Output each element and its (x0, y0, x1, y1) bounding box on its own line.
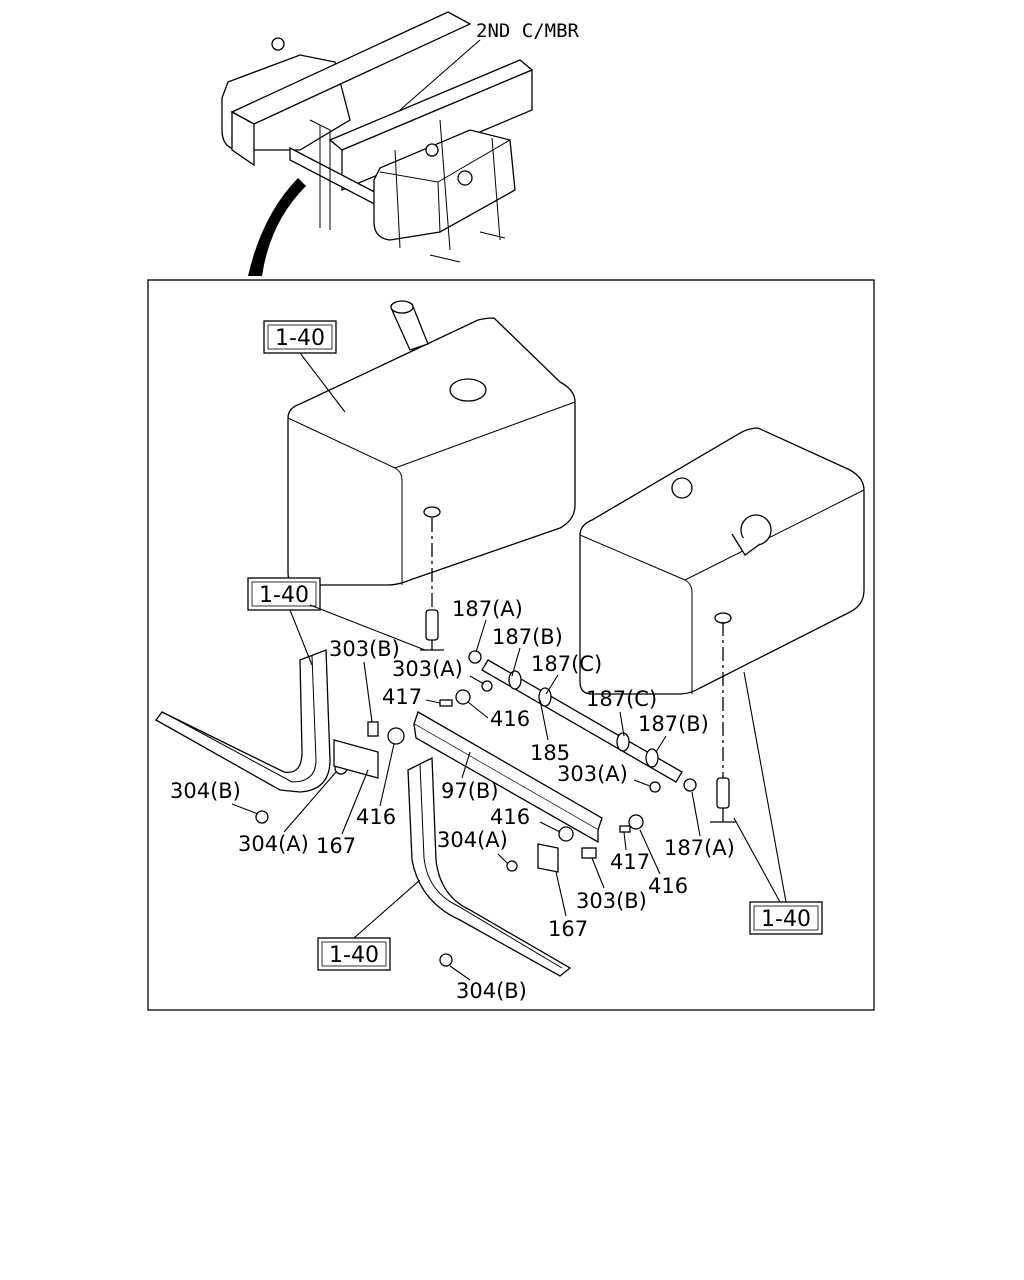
drain-cock-left (420, 609, 444, 651)
nut-304a-mid (506, 860, 518, 872)
callout-416-left[interactable]: 416 (356, 805, 396, 829)
rubber-416-left (387, 727, 405, 745)
callout-304b-bottom[interactable]: 304(B) (456, 979, 527, 1003)
bracket-167-left (333, 739, 379, 779)
rubber-416-mid (558, 826, 574, 842)
ref-leader-tank-right (733, 671, 787, 903)
overview-straps (394, 119, 501, 251)
bolt-303b-left (367, 721, 379, 737)
bolt-303a-top (481, 680, 493, 692)
ref-box-tank-right[interactable]: 1-40 (749, 901, 823, 935)
ref-label-tank-left: 1-40 (275, 326, 325, 351)
overview-cap-right-2 (457, 170, 473, 186)
tank-left-filler-top (390, 300, 414, 314)
hose-clamp-right (683, 778, 697, 792)
callout-187a-right[interactable]: 187(A) (664, 836, 735, 860)
tank-left (287, 300, 576, 586)
callout-417-top[interactable]: 417 (382, 685, 422, 709)
hose-clamp-left (468, 650, 482, 664)
ref-box-bracket-bottom[interactable]: 1-40 (317, 937, 391, 971)
callout-187a-top[interactable]: 187(A) (452, 597, 523, 621)
callout-303b-bottom[interactable]: 303(B) (576, 889, 647, 913)
tank-right-cap-neck (731, 533, 761, 556)
bolt-303b-bottom (581, 847, 597, 859)
tank-left-cap (449, 378, 487, 402)
cross-bar-underside (413, 723, 599, 844)
callout-416-top[interactable]: 416 (490, 707, 530, 731)
tank-right-drain (714, 612, 732, 624)
callout-187b-top[interactable]: 187(B) (492, 625, 563, 649)
overview-cap-right (425, 143, 439, 157)
fasteners (255, 680, 661, 967)
callout-303a-top[interactable]: 303(A) (392, 657, 463, 681)
tank-right-edges (579, 489, 865, 694)
collar-417-bottom (619, 825, 631, 833)
ref-label-bracket-left: 1-40 (259, 583, 309, 608)
callout-187b-right[interactable]: 187(B) (638, 712, 709, 736)
support-bracket-left (155, 649, 331, 793)
callout-167-left[interactable]: 167 (316, 834, 356, 858)
ref-label-tank-right: 1-40 (761, 907, 811, 932)
support-bracket-bottom-body (407, 756, 572, 977)
bracket-167-bottom (537, 843, 559, 873)
pipe-clamp-4 (645, 748, 659, 768)
callout-303b-left[interactable]: 303(B) (329, 637, 400, 661)
nut-304b-bottom (439, 953, 453, 967)
support-bracket-bottom (407, 756, 572, 977)
callout-304b-left[interactable]: 304(B) (170, 779, 241, 803)
connecting-pipe (468, 650, 697, 792)
pipe-clamp-1 (508, 670, 522, 690)
callout-97b[interactable]: 97(B) (441, 779, 499, 803)
callout-304a-mid[interactable]: 304(A) (437, 828, 508, 852)
callout-187c-right[interactable]: 187(C) (586, 687, 657, 711)
ref-leader-tank-left (299, 352, 346, 413)
collar-417-top (439, 699, 453, 707)
pipe-185 (481, 659, 683, 783)
tank-right-gauge (671, 477, 693, 499)
bolt-303a-right (649, 781, 661, 793)
ref-box-bracket-left[interactable]: 1-40 (247, 577, 321, 611)
detail-frame (147, 279, 875, 1011)
rubber-416-top (455, 689, 471, 705)
support-bracket-bottom-flange (419, 763, 563, 969)
overview-rail-upper-side (231, 110, 255, 167)
support-bracket-left-body (155, 649, 331, 793)
callout-416-bottom[interactable]: 416 (648, 874, 688, 898)
callout-303a-right[interactable]: 303(A) (557, 762, 628, 786)
overview-label: 2ND C/MBR (476, 20, 580, 42)
drain-cock-right (710, 777, 736, 823)
callout-304a-left[interactable]: 304(A) (238, 832, 309, 856)
callout-417-bottom[interactable]: 417 (610, 850, 650, 874)
pipe-clamp-3 (616, 732, 630, 752)
overview-label-leader (399, 39, 481, 111)
ref-label-bracket-bottom: 1-40 (329, 943, 379, 968)
chassis-overview: 2ND C/MBR (221, 11, 580, 276)
ref-leader-bracket-bottom (353, 879, 421, 939)
overview-strap-feet (429, 231, 506, 263)
rubber-416-bottom (628, 814, 644, 830)
tank-left-edges (287, 401, 576, 585)
overview-tank-right-edges (379, 139, 511, 233)
nut-304b-left (255, 810, 269, 824)
callout-416-mid[interactable]: 416 (490, 805, 530, 829)
ref-box-tank-left[interactable]: 1-40 (263, 320, 337, 354)
part-callouts: 187(A) 187(B) 187(C) 303(B) 303(A) 417 4… (170, 597, 735, 1003)
overview-pointer-arrow (248, 178, 306, 276)
callout-167-bottom[interactable]: 167 (548, 917, 588, 941)
callout-187c-top[interactable]: 187(C) (531, 652, 602, 676)
overview-cap-left (271, 37, 285, 51)
support-bracket-left-flange (169, 655, 317, 783)
cross-bar (413, 711, 603, 844)
tank-left-drain (423, 506, 441, 518)
tank-right (579, 427, 865, 695)
ref-leader-bracket-left (289, 604, 426, 666)
callout-185[interactable]: 185 (530, 741, 570, 765)
overview-frame-lines (309, 119, 331, 230)
pipe-clamp-2 (538, 687, 552, 707)
